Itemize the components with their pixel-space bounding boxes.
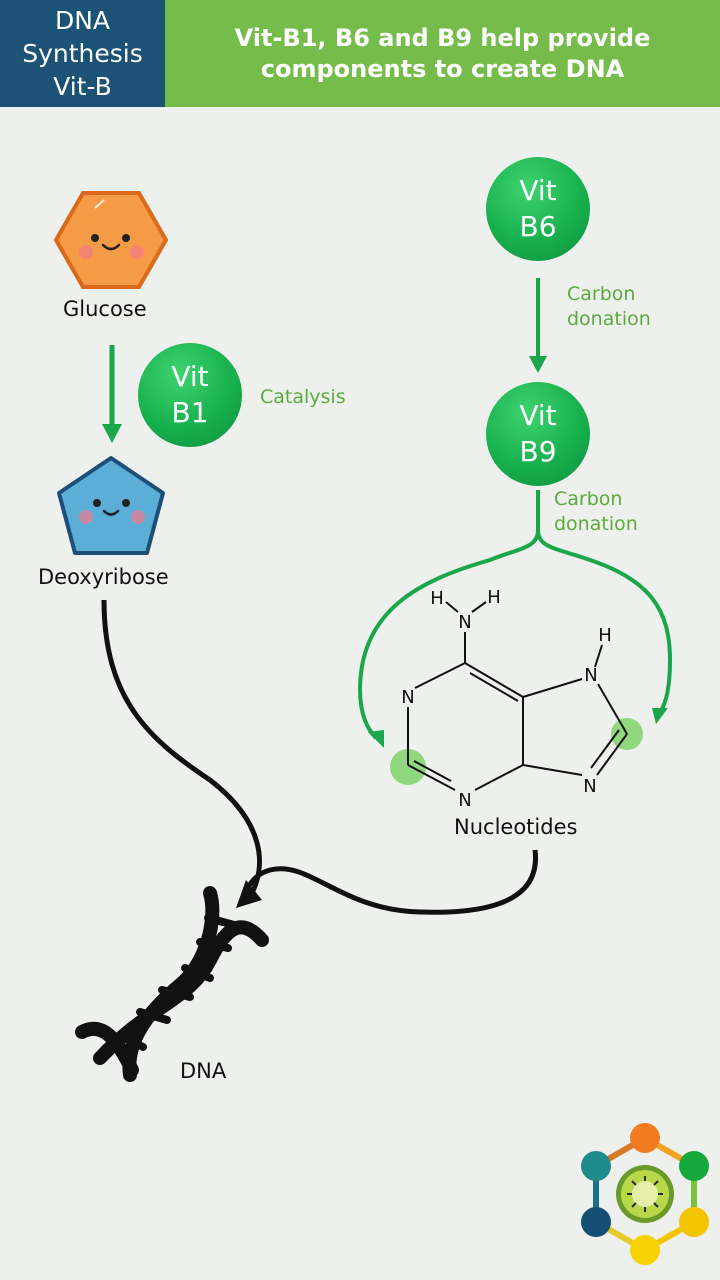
carbon-donation-1-line-2: donation bbox=[567, 308, 651, 330]
vitamin-b6-node: Vit B6 bbox=[486, 157, 590, 261]
atom-n6: N bbox=[458, 612, 471, 633]
header-title-line-1: DNA bbox=[54, 6, 111, 35]
b9-carbon-donation-arrows bbox=[357, 490, 673, 748]
catalysis-annotation: Catalysis bbox=[260, 386, 346, 408]
vitamin-b6-line-2: B6 bbox=[519, 210, 557, 243]
vitamin-b9-node: Vit B9 bbox=[486, 382, 590, 486]
header-subtitle-line-2: components to create DNA bbox=[260, 54, 625, 83]
brand-logo bbox=[581, 1123, 709, 1265]
deoxyribose-to-dna-arrow bbox=[101, 599, 262, 908]
carbon-donation-annotation-1: Carbon donation bbox=[567, 282, 651, 332]
deoxyribose-label: Deoxyribose bbox=[38, 565, 169, 589]
atom-n3: N bbox=[458, 790, 471, 811]
vitamin-b1-line-1: Vit bbox=[171, 360, 209, 393]
vitamin-b6-line-1: Vit bbox=[519, 174, 557, 207]
nucleotides-label: Nucleotides bbox=[454, 815, 578, 839]
header-title-box: DNA Synthesis Vit-B bbox=[0, 0, 165, 107]
header-title-line-3: Vit-B bbox=[53, 72, 112, 101]
glucose-to-deoxyribose-arrow bbox=[102, 345, 122, 443]
carbon-donation-2-line-2: donation bbox=[554, 513, 638, 535]
carbon-donation-annotation-2: Carbon donation bbox=[554, 487, 638, 537]
nucleotides-to-dna-arrow bbox=[241, 849, 539, 915]
atom-n1: N bbox=[401, 687, 414, 708]
atom-n9: N bbox=[583, 776, 596, 797]
glucose-icon bbox=[53, 191, 169, 289]
dna-helix-icon bbox=[75, 886, 269, 1082]
atom-h-c: H bbox=[598, 625, 612, 646]
glucose-label: Glucose bbox=[63, 297, 147, 321]
header-title-line-2: Synthesis bbox=[22, 39, 143, 68]
deoxyribose-icon bbox=[57, 456, 165, 555]
vitamin-b1-line-2: B1 bbox=[171, 396, 209, 429]
b6-to-b9-arrow bbox=[529, 278, 547, 373]
carbon-site-highlight-left bbox=[390, 749, 426, 785]
vitamin-b1-node: Vit B1 bbox=[138, 343, 242, 447]
atom-h-b: H bbox=[487, 587, 501, 608]
atom-h-a: H bbox=[430, 588, 444, 609]
dna-label: DNA bbox=[180, 1059, 227, 1083]
carbon-donation-1-line-1: Carbon bbox=[567, 283, 636, 305]
atom-n7: N bbox=[584, 665, 597, 686]
nucleotide-structure: N N N N N H H H bbox=[390, 587, 643, 811]
vitamin-b9-line-1: Vit bbox=[519, 399, 557, 432]
carbon-donation-2-line-1: Carbon bbox=[554, 488, 623, 510]
header-subtitle-box: Vit-B1, B6 and B9 help provide component… bbox=[165, 0, 720, 107]
vitamin-b9-line-2: B9 bbox=[519, 435, 557, 468]
header-subtitle-line-1: Vit-B1, B6 and B9 help provide bbox=[234, 23, 651, 52]
